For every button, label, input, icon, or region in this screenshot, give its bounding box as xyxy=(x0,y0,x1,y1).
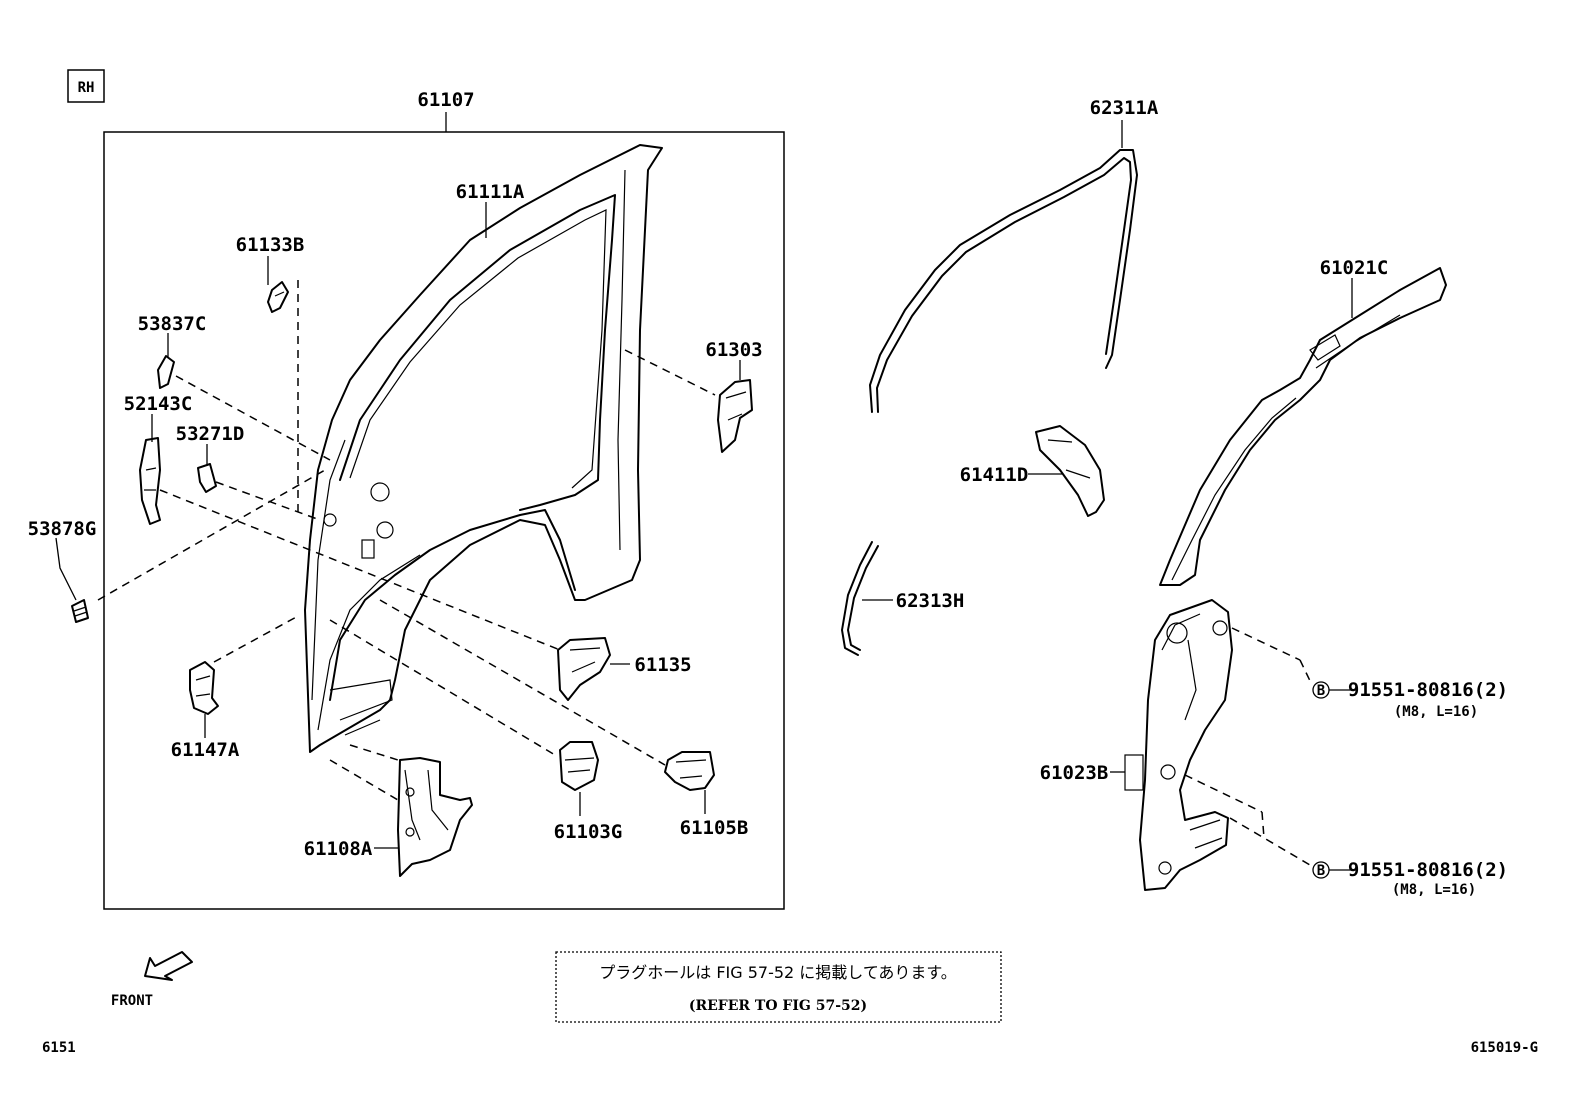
bolt-marker-1: B xyxy=(1317,683,1325,699)
part-52143C-bracket[interactable] xyxy=(139,437,161,525)
label-61103G[interactable]: 61103G xyxy=(554,821,623,843)
part-61023B-lower-pillar[interactable] xyxy=(1124,599,1233,891)
assembly-box-61107 xyxy=(103,131,785,910)
rh-tag: RH xyxy=(67,69,105,103)
bolt-part-2: 91551-80816(2) xyxy=(1348,859,1508,881)
label-53271D[interactable]: 53271D xyxy=(176,423,245,445)
front-label: FRONT xyxy=(111,993,153,1009)
part-61111A-body-panel[interactable] xyxy=(304,144,663,753)
label-61303[interactable]: 61303 xyxy=(705,339,762,361)
bolt-spec-1: (M8, L=16) xyxy=(1394,704,1478,720)
part-62313H-seal[interactable] xyxy=(841,541,879,656)
part-61108A-lower-panel[interactable] xyxy=(397,757,473,877)
label-61021C[interactable]: 61021C xyxy=(1320,257,1389,279)
label-61411D[interactable]: 61411D xyxy=(960,464,1029,486)
part-61133B-clip[interactable] xyxy=(267,281,289,313)
footer-right-code: 615019-G xyxy=(1471,1040,1538,1056)
part-61105B-bracket[interactable] xyxy=(664,751,715,791)
label-61133B[interactable]: 61133B xyxy=(236,234,305,256)
label-61107[interactable]: 61107 xyxy=(417,89,474,111)
part-61103G-bracket[interactable] xyxy=(559,741,599,791)
part-61135-bracket[interactable] xyxy=(557,637,611,701)
bolt-spec-2: (M8, L=16) xyxy=(1392,882,1476,898)
part-61411D-bracket[interactable] xyxy=(1035,425,1105,517)
note-japanese: プラグホールは FIG 57-52 に掲載してあります。 xyxy=(599,963,957,982)
part-61147A-bracket[interactable] xyxy=(189,661,219,715)
bolt-callout-2[interactable]: B 91551-80816(2) (M8, L=16) xyxy=(1312,859,1508,898)
part-53878G-clip[interactable] xyxy=(71,599,89,623)
label-53837C[interactable]: 53837C xyxy=(138,313,207,335)
part-61021C-pillar[interactable] xyxy=(1159,267,1447,586)
label-53878G[interactable]: 53878G xyxy=(28,518,97,540)
part-53271D-clip[interactable] xyxy=(197,463,217,493)
part-61303-bracket[interactable] xyxy=(717,379,753,453)
label-61105B[interactable]: 61105B xyxy=(680,817,749,839)
bolt-marker-2: B xyxy=(1317,863,1325,879)
reference-note-box: プラグホールは FIG 57-52 に掲載してあります。 (REFER TO F… xyxy=(555,951,1002,1023)
bolt-part-1: 91551-80816(2) xyxy=(1348,679,1508,701)
part-53837C-clip[interactable] xyxy=(157,355,175,389)
label-62311A[interactable]: 62311A xyxy=(1090,97,1159,119)
label-61135[interactable]: 61135 xyxy=(634,654,691,676)
label-61111A[interactable]: 61111A xyxy=(456,181,525,203)
label-61023B[interactable]: 61023B xyxy=(1040,762,1109,784)
rh-tag-text: RH xyxy=(78,80,95,96)
label-52143C[interactable]: 52143C xyxy=(124,393,193,415)
front-arrow-icon xyxy=(144,951,193,981)
part-62311A-weatherstrip[interactable] xyxy=(869,149,1138,413)
footer-left-code: 6151 xyxy=(42,1040,76,1056)
note-english: (REFER TO FIG 57-52) xyxy=(689,998,867,1014)
bolt-callout-1[interactable]: B 91551-80816(2) (M8, L=16) xyxy=(1312,679,1508,720)
label-61147A[interactable]: 61147A xyxy=(171,739,240,761)
label-62313H[interactable]: 62313H xyxy=(896,590,965,612)
label-61108A[interactable]: 61108A xyxy=(304,838,373,860)
